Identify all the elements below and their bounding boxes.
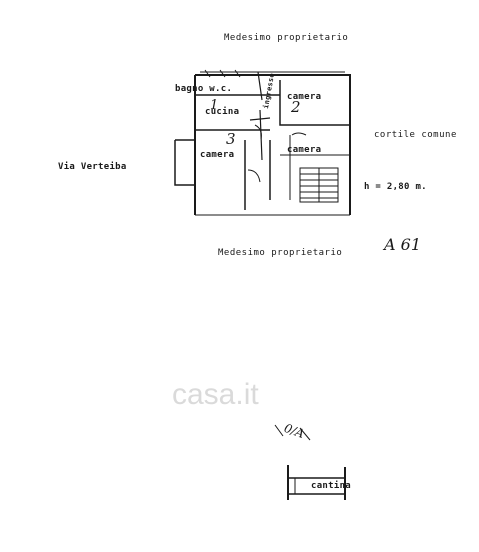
bottom-owner-label: Medesimo proprietario	[218, 248, 343, 258]
room-number-2: 2	[291, 98, 301, 116]
watermark-text: casa.it	[172, 378, 259, 411]
cellar-outline	[287, 465, 346, 500]
kitchen-label: cucina	[205, 107, 240, 117]
cellar-label: cantina	[311, 481, 352, 491]
camera-left-label: camera	[200, 150, 235, 160]
cellar-hand-mark	[274, 424, 311, 441]
hand-marks	[249, 71, 271, 161]
camera-right-label: camera	[287, 145, 322, 155]
bath-label: bagno w.c.	[175, 84, 233, 94]
room-number-3: 3	[226, 130, 236, 148]
camera-top-wall	[279, 80, 350, 126]
roof-hatch	[200, 69, 345, 78]
sheet-ref: A 61	[384, 235, 421, 254]
street-bay-wall	[174, 139, 195, 186]
top-owner-label: Medesimo proprietario	[224, 33, 349, 43]
height-label: h = 2,80 m.	[364, 182, 427, 192]
street-label: Via Verteiba	[58, 162, 127, 172]
outer-wall-top-right	[195, 74, 351, 215]
courtyard-label: cortile comune	[374, 130, 457, 140]
camera-top-label: camera	[287, 92, 322, 102]
stairs	[299, 167, 339, 203]
room-number-1: 1	[210, 98, 219, 113]
